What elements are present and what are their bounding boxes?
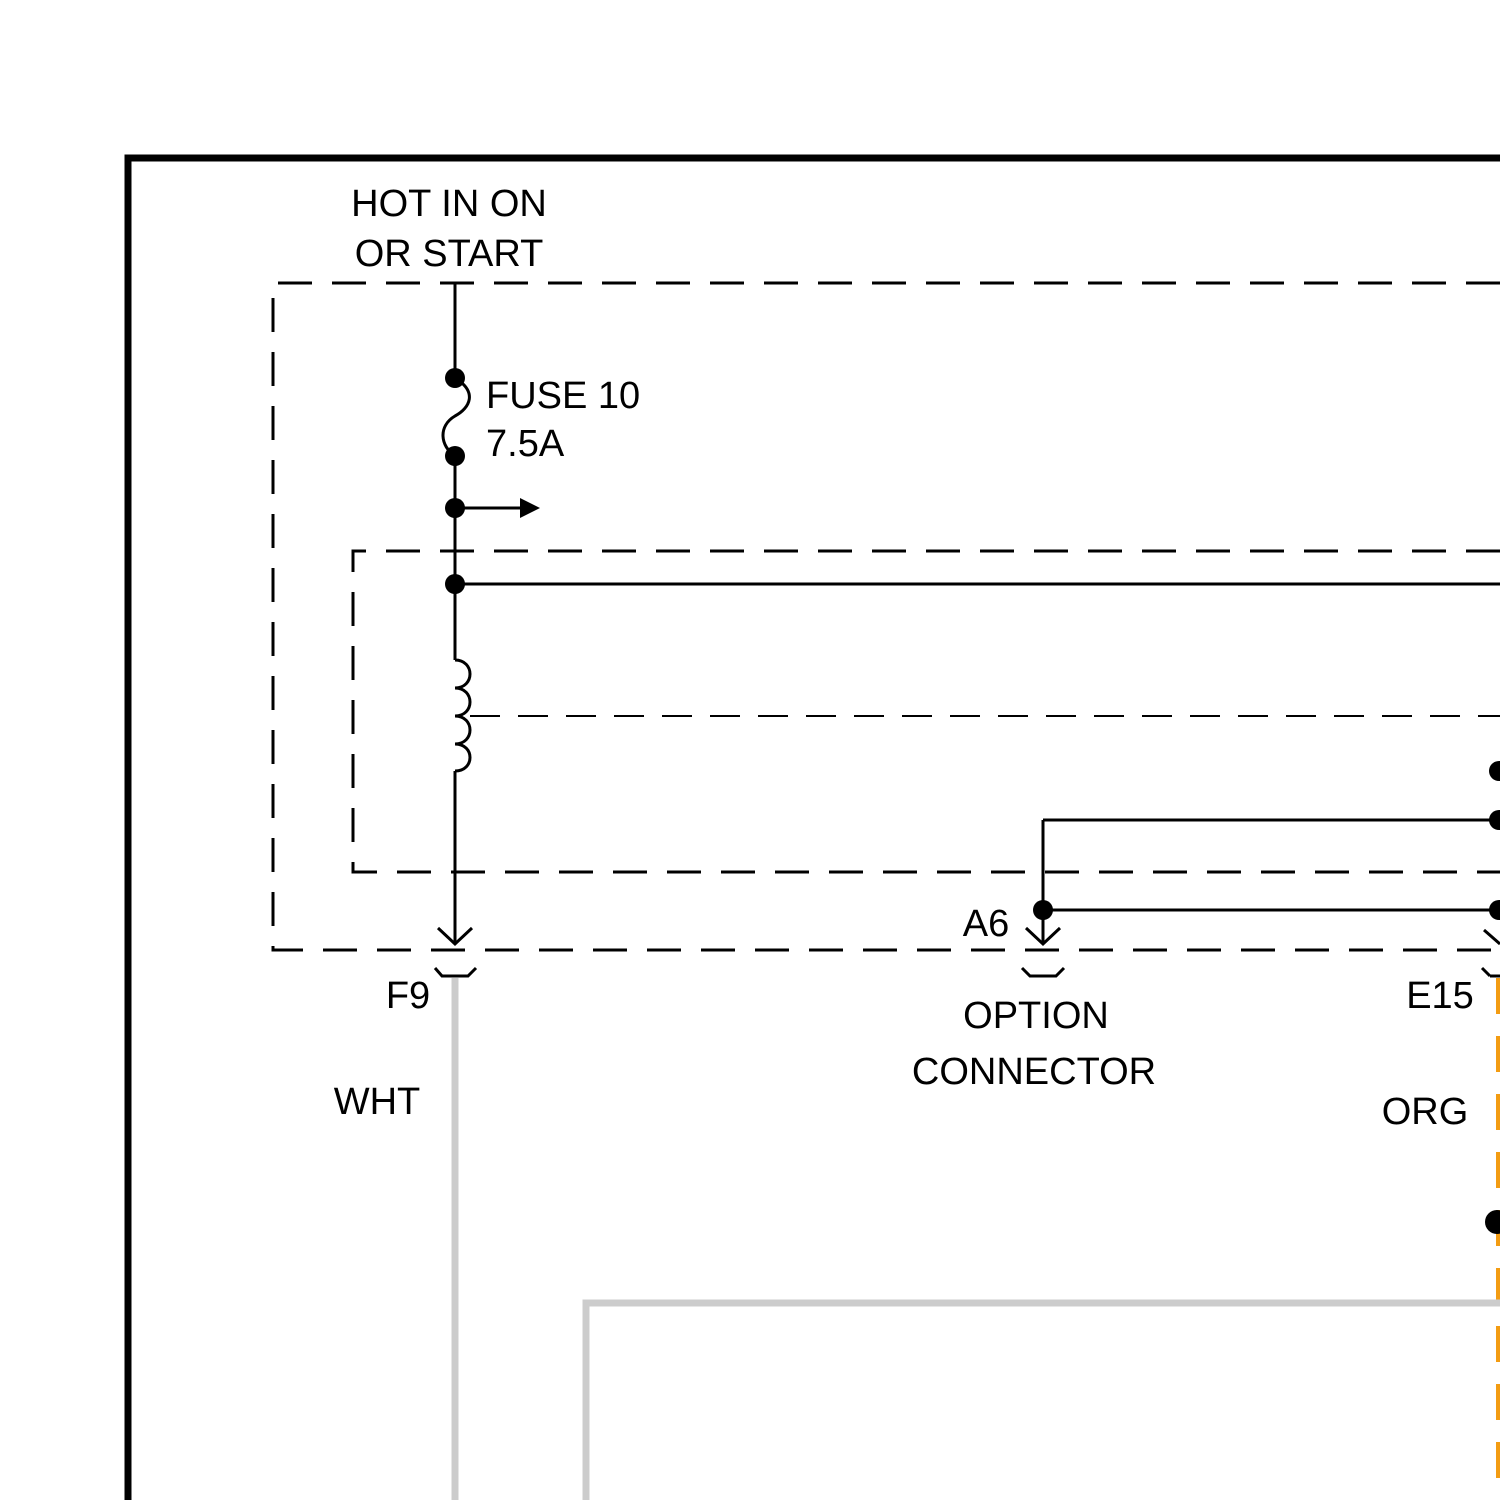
splice-dot [1033,900,1053,920]
connector-bracket-icon [435,968,476,976]
pin-e15-label: E15 [1406,975,1474,1017]
option-connector-label: CONNECTOR [912,1051,1156,1093]
lower-component-outline [586,1303,1500,1500]
power-source-label: HOT IN ON [351,183,547,225]
wire-color-org-label: ORG [1382,1091,1469,1133]
outer-frame [128,158,1500,1500]
connector-bracket-icon [1022,968,1064,976]
power-source-label: OR START [355,233,544,275]
pin-a6-label: A6 [963,903,1009,945]
fuse-name-label: FUSE 10 [486,375,640,417]
connector-chevron-icon [1484,930,1500,944]
relay-terminal-dot [1489,761,1500,781]
splice-dot [1485,1210,1500,1234]
fuse-rating-label: 7.5A [486,423,565,465]
fuse-terminal-dot [445,368,465,388]
option-connector-label: OPTION [963,995,1109,1037]
relay-coil-icon [455,660,470,771]
fuse-terminal-dot [445,446,465,466]
relay-terminal-dot [1489,810,1500,830]
arrow-right-icon [520,498,540,518]
relay-terminal-dot [1489,900,1500,920]
wire-color-wht-label: WHT [334,1081,421,1123]
relay-outline [353,551,1500,872]
fuse-symbol [443,378,469,456]
pin-f9-label: F9 [386,975,430,1017]
connector-bracket-icon [1482,968,1490,976]
